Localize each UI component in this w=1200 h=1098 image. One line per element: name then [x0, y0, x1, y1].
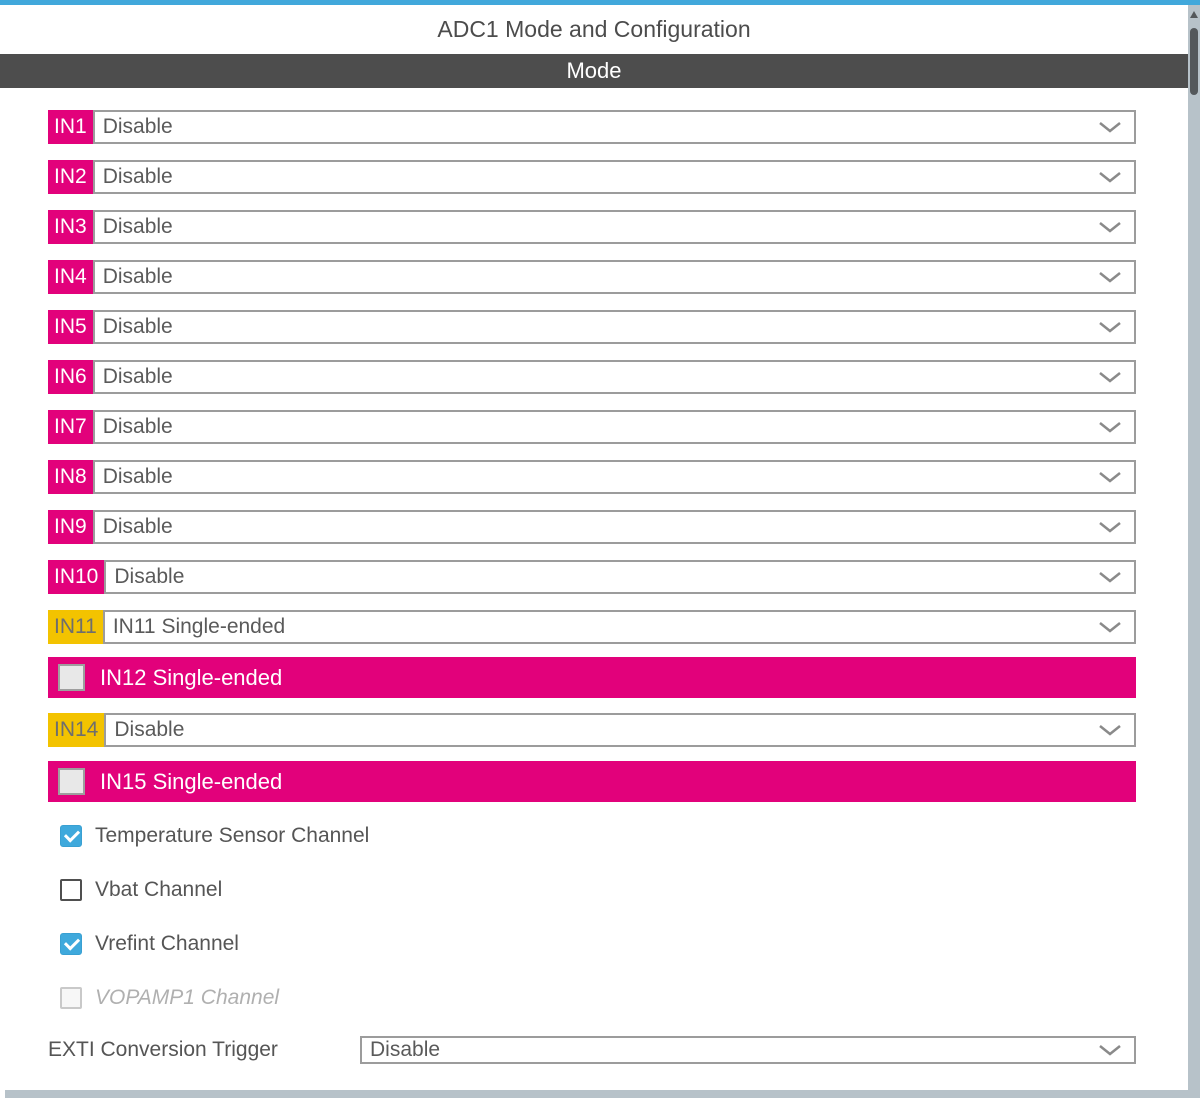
in3-mode-select[interactable]: Disable: [92, 210, 1136, 244]
vertical-scrollbar-thumb[interactable]: [1190, 28, 1198, 95]
in12-bar-label: IN12 Single-ended: [100, 664, 283, 690]
chevron-down-icon: [1099, 572, 1121, 583]
chevron-down-icon: [1099, 422, 1121, 433]
vopamp1-channel-checkbox: [60, 987, 82, 1009]
channel-row-in2: IN2 Disable: [48, 160, 1136, 194]
vrefint-channel-label: Vrefint Channel: [95, 932, 239, 955]
in15-checkbox[interactable]: [58, 768, 85, 795]
chevron-down-icon: [1099, 372, 1121, 383]
option-row-temperature: Temperature Sensor Channel: [60, 823, 1136, 849]
option-row-vbat: Vbat Channel: [60, 877, 1136, 903]
chevron-down-icon: [1099, 272, 1121, 283]
in1-mode-select[interactable]: Disable: [92, 110, 1136, 144]
mode-section-content: IN1 Disable IN2 Disable IN3 Disable IN4 …: [0, 110, 1188, 1068]
option-row-vrefint: Vrefint Channel: [60, 931, 1136, 957]
in4-mode-value: Disable: [102, 265, 173, 288]
horizontal-scrollbar[interactable]: [5, 1090, 1200, 1098]
temperature-sensor-checkbox[interactable]: [60, 825, 82, 847]
option-row-vopamp1: VOPAMP1 Channel: [60, 985, 1136, 1011]
channel-row-in7: IN7 Disable: [48, 410, 1136, 444]
vopamp1-channel-label: VOPAMP1 Channel: [95, 986, 280, 1009]
in12-checkbox[interactable]: [58, 664, 85, 691]
in1-pin-label: IN1: [48, 110, 93, 144]
temperature-sensor-label: Temperature Sensor Channel: [95, 824, 370, 847]
chevron-down-icon: [1099, 622, 1121, 633]
panel-accent-line: [0, 0, 1200, 5]
channel-bar-in12: IN12 Single-ended: [48, 657, 1136, 698]
panel-title-text: ADC1 Mode and Configuration: [437, 16, 751, 42]
in11-mode-select[interactable]: IN11 Single-ended: [102, 610, 1136, 644]
in5-mode-value: Disable: [102, 315, 173, 338]
chevron-down-icon: [1099, 522, 1121, 533]
in14-mode-value: Disable: [114, 718, 185, 741]
in4-mode-select[interactable]: Disable: [92, 260, 1136, 294]
in7-mode-select[interactable]: Disable: [92, 410, 1136, 444]
chevron-down-icon: [1099, 222, 1121, 233]
channel-row-in9: IN9 Disable: [48, 510, 1136, 544]
in9-pin-label: IN9: [48, 510, 93, 544]
mode-section-header: Mode: [0, 54, 1188, 88]
in8-mode-value: Disable: [102, 465, 173, 488]
exti-trigger-value: Disable: [370, 1038, 441, 1061]
in7-mode-value: Disable: [102, 415, 173, 438]
in10-mode-value: Disable: [114, 565, 185, 588]
in11-pin-label: IN11: [48, 610, 103, 644]
exti-trigger-row: EXTI Conversion Trigger Disable: [48, 1032, 1136, 1068]
scroll-up-icon[interactable]: [1190, 11, 1198, 18]
in15-bar-label: IN15 Single-ended: [100, 768, 283, 794]
in8-mode-select[interactable]: Disable: [92, 460, 1136, 494]
mode-section-label: Mode: [566, 58, 622, 83]
in10-pin-label: IN10: [48, 560, 105, 594]
vrefint-channel-checkbox[interactable]: [60, 933, 82, 955]
in5-mode-select[interactable]: Disable: [92, 310, 1136, 344]
in6-pin-label: IN6: [48, 360, 93, 394]
channel-row-in14: IN14 Disable: [48, 713, 1136, 747]
channel-row-in10: IN10 Disable: [48, 560, 1136, 594]
channel-row-in3: IN3 Disable: [48, 210, 1136, 244]
vbat-channel-label: Vbat Channel: [95, 878, 223, 901]
exti-trigger-select[interactable]: Disable: [360, 1036, 1136, 1064]
vbat-channel-checkbox[interactable]: [60, 879, 82, 901]
in11-mode-value: IN11 Single-ended: [112, 615, 286, 638]
chevron-down-icon: [1099, 725, 1121, 736]
in3-pin-label: IN3: [48, 210, 93, 244]
channel-row-in5: IN5 Disable: [48, 310, 1136, 344]
in1-mode-value: Disable: [102, 115, 173, 138]
in10-mode-select[interactable]: Disable: [104, 560, 1136, 594]
in2-mode-select[interactable]: Disable: [92, 160, 1136, 194]
in4-pin-label: IN4: [48, 260, 93, 294]
in2-mode-value: Disable: [102, 165, 173, 188]
chevron-down-icon: [1099, 172, 1121, 183]
channel-row-in1: IN1 Disable: [48, 110, 1136, 144]
in6-mode-select[interactable]: Disable: [92, 360, 1136, 394]
in9-mode-value: Disable: [102, 515, 173, 538]
in9-mode-select[interactable]: Disable: [92, 510, 1136, 544]
chevron-down-icon: [1099, 122, 1121, 133]
chevron-down-icon: [1099, 322, 1121, 333]
in14-mode-select[interactable]: Disable: [104, 713, 1136, 747]
channel-bar-in15: IN15 Single-ended: [48, 761, 1136, 802]
in14-pin-label: IN14: [48, 713, 105, 747]
vertical-scrollbar[interactable]: [1188, 5, 1200, 1098]
exti-trigger-label: EXTI Conversion Trigger: [48, 1038, 278, 1061]
channel-row-in4: IN4 Disable: [48, 260, 1136, 294]
in7-pin-label: IN7: [48, 410, 93, 444]
in2-pin-label: IN2: [48, 160, 93, 194]
in8-pin-label: IN8: [48, 460, 93, 494]
channel-row-in8: IN8 Disable: [48, 460, 1136, 494]
panel-title: ADC1 Mode and Configuration: [0, 5, 1188, 54]
chevron-down-icon: [1099, 1045, 1121, 1056]
channel-row-in6: IN6 Disable: [48, 360, 1136, 394]
chevron-down-icon: [1099, 472, 1121, 483]
in6-mode-value: Disable: [102, 365, 173, 388]
channel-row-in11: IN11 IN11 Single-ended: [48, 610, 1136, 644]
in5-pin-label: IN5: [48, 310, 93, 344]
in3-mode-value: Disable: [102, 215, 173, 238]
